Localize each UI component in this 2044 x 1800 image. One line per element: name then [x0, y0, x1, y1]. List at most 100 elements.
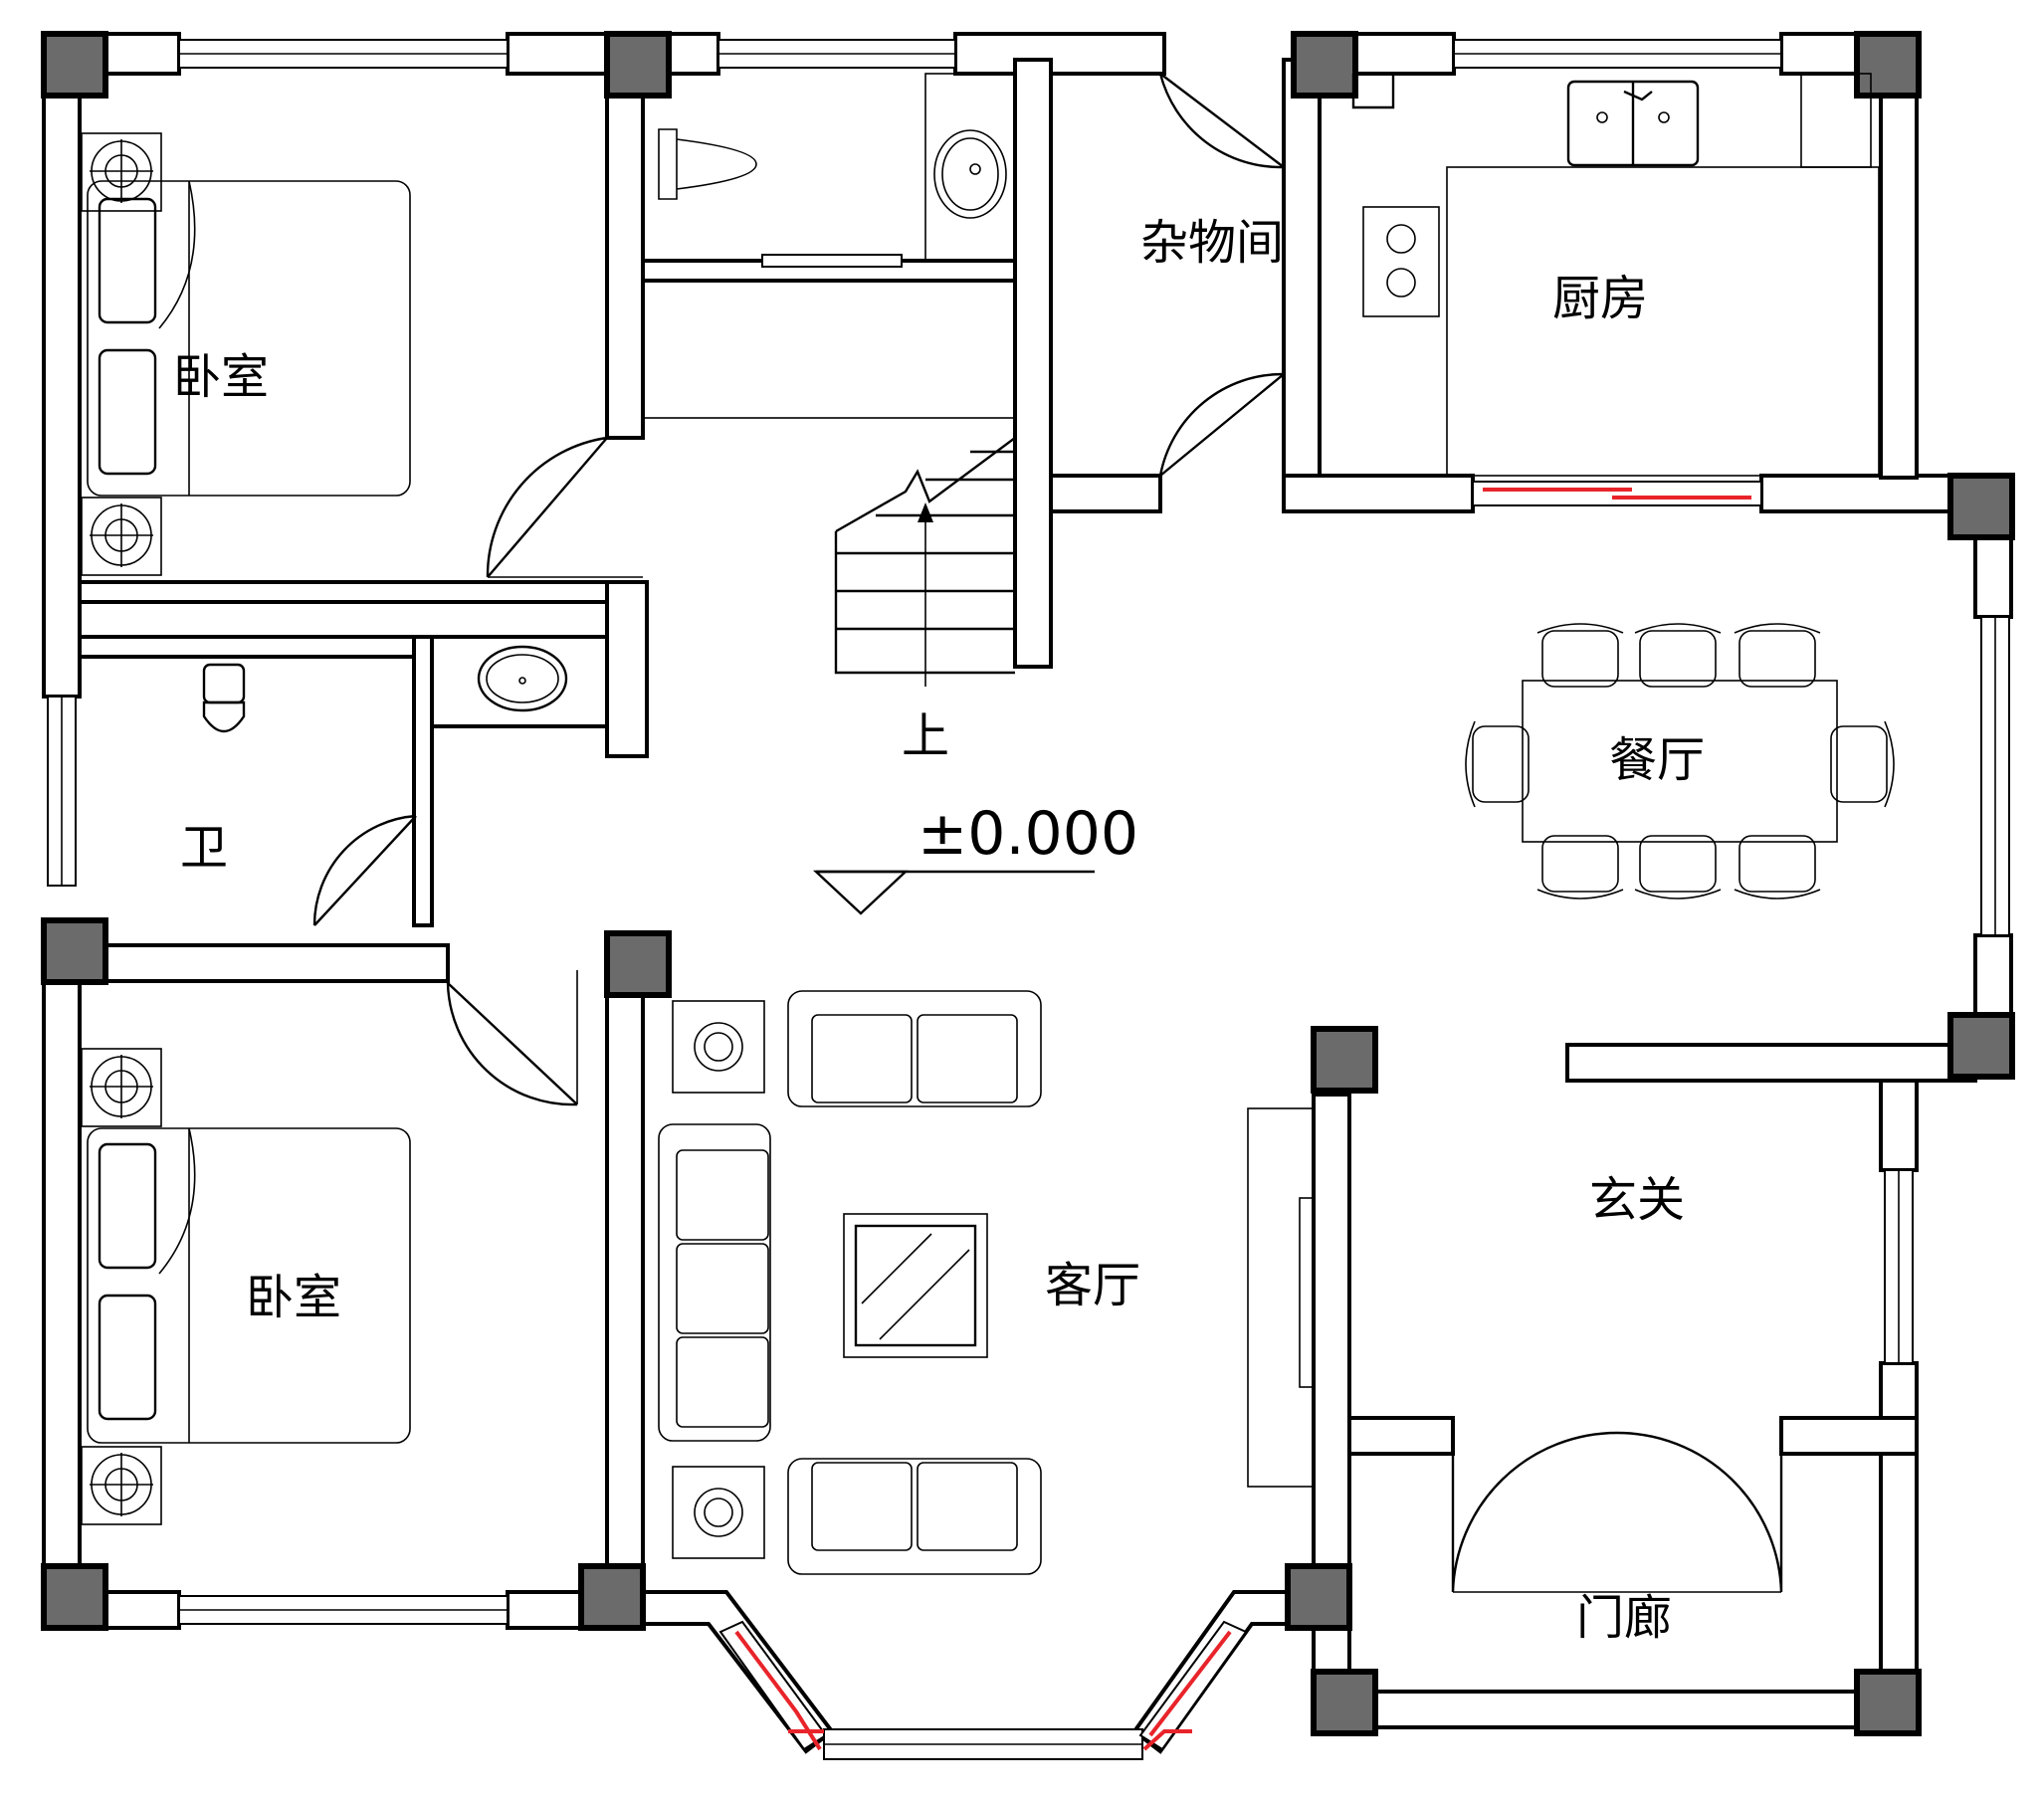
door-bathroom	[312, 814, 417, 926]
stair-arrow-icon	[918, 502, 933, 522]
wall-top-4	[953, 32, 1166, 76]
tv-cabinet	[1247, 1107, 1315, 1488]
room-label-bedroom-top: 卧室	[173, 349, 269, 405]
door-entrance-left	[1451, 1431, 1618, 1593]
lamp-icon	[704, 1032, 733, 1062]
door-entrance-right	[1616, 1431, 1783, 1593]
wc-partition	[924, 73, 1016, 262]
stair-break-line	[835, 437, 1016, 533]
doors	[312, 73, 1783, 1593]
room-label-living: 客厅	[1045, 1258, 1140, 1313]
chair-back	[1634, 889, 1722, 900]
washbasin-icon	[477, 645, 568, 712]
door-bedroom-top	[486, 436, 608, 578]
wc-sliding-door	[761, 254, 903, 268]
kitchen-counter	[1446, 166, 1880, 477]
glazing-accent-right	[1148, 1630, 1232, 1737]
wall-right-mid	[1973, 535, 2013, 619]
wall-top-2	[506, 32, 619, 76]
room-label-bedroom-bottom: 卧室	[246, 1270, 341, 1325]
door-storage-bottom	[1158, 372, 1285, 477]
sofa-left	[658, 1123, 771, 1442]
side-table	[672, 1000, 765, 1094]
column	[1854, 1669, 1922, 1736]
wall-porch-bottom	[1347, 1690, 1859, 1729]
drain-icon	[1596, 111, 1608, 123]
sofa-top	[787, 990, 1042, 1107]
door-storage-top	[1158, 73, 1285, 169]
wall-right-lower	[1973, 933, 2013, 1017]
washbasin-icon	[486, 654, 559, 703]
wall-left-upper	[42, 68, 82, 699]
cabinet-corner	[1351, 74, 1395, 109]
nightstand	[81, 1446, 162, 1525]
wall-bedroom1-right	[605, 58, 645, 440]
bed-sheet-fold	[158, 180, 196, 329]
column	[1947, 1012, 2015, 1080]
room-label-bathroom: 卫	[180, 820, 228, 876]
column	[1285, 1563, 1352, 1631]
pillow	[98, 1142, 157, 1270]
stairs: 上	[642, 280, 1016, 764]
wall-porch-left-step	[1347, 1416, 1455, 1456]
bed-frame	[87, 180, 411, 497]
chair-back	[1465, 720, 1476, 808]
chair-icon	[1541, 630, 1619, 688]
elevation-label: ±0.000	[918, 799, 1138, 869]
glazing-accent-left	[734, 1630, 824, 1751]
wall-bath-top	[78, 635, 420, 659]
wall-bath-sink	[430, 635, 613, 728]
kitchen-sliding-door	[1472, 481, 1762, 506]
bedroom-top-furniture	[81, 132, 411, 576]
drain-icon	[518, 677, 526, 685]
wall-bath-bottom	[78, 943, 450, 983]
chair-back	[1634, 623, 1722, 634]
column	[604, 930, 672, 998]
sofa-cushion	[676, 1149, 769, 1241]
door-bedroom-bottom	[446, 982, 578, 1106]
wall-living-left	[605, 953, 645, 1574]
elevation-triangle-icon	[812, 870, 910, 915]
room-label-dining: 餐厅	[1609, 732, 1705, 788]
column	[41, 1563, 108, 1631]
toilet-icon	[202, 663, 246, 704]
nightstand	[81, 1048, 162, 1127]
stove-icon	[1362, 206, 1440, 317]
column	[1854, 31, 1922, 99]
drain-icon	[969, 163, 981, 175]
stair-outline	[834, 531, 1015, 675]
wall-storage-right	[1282, 58, 1322, 500]
stair-void	[642, 280, 1016, 419]
chair-back	[1884, 720, 1895, 808]
elevation-marker: ±0.000	[812, 799, 1138, 915]
chair-icon	[1738, 835, 1816, 893]
wall-top-3	[667, 32, 720, 76]
chair-back	[1536, 623, 1624, 634]
column	[1311, 1669, 1378, 1736]
bed-frame	[87, 1127, 411, 1444]
sofa-cushion	[811, 1462, 913, 1551]
window-bay-right	[1138, 1620, 1248, 1751]
coffee-table	[843, 1213, 988, 1358]
dining-table	[1522, 680, 1838, 843]
wall-kitchen-bottom-2	[1759, 474, 1952, 513]
sofa-cushion	[811, 1014, 913, 1103]
wall-bath-mid	[412, 635, 434, 927]
pillow	[98, 348, 157, 476]
column	[1311, 1026, 1378, 1094]
glass-reflection	[861, 1233, 932, 1304]
column	[578, 1563, 646, 1631]
sofa-cushion	[917, 1462, 1018, 1551]
sofa-cushion	[917, 1014, 1018, 1103]
dining-furniture	[1465, 623, 1895, 900]
burner-icon	[1386, 268, 1416, 298]
living-furniture	[658, 990, 1315, 1575]
column	[41, 917, 108, 985]
chair-icon	[1738, 630, 1816, 688]
bath-fixtures	[202, 73, 1016, 733]
faucet-icon	[1623, 90, 1653, 101]
wall-bath-right	[605, 580, 649, 758]
room-label-storage: 杂物间	[1140, 215, 1284, 271]
nightstand	[81, 132, 162, 212]
